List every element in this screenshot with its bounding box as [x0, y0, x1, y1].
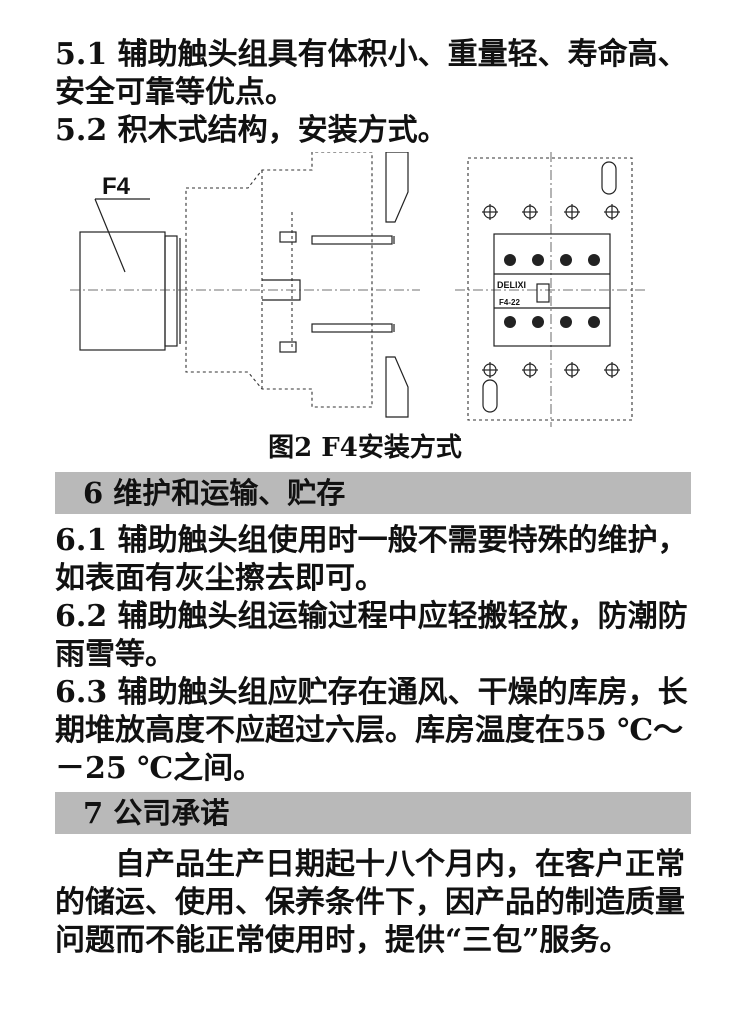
- para-6-2: 6.2 辅助触头组运输过程中应轻搬轻放，防潮防雨雪等。: [55, 599, 688, 672]
- para-5-1: 5.1 辅助触头组具有体积小、重量轻、寿命高、安全可靠等优点。: [55, 37, 688, 110]
- section-7-heading: 7 公司承诺: [83, 796, 230, 830]
- section-7-header: 7 公司承诺: [55, 792, 691, 834]
- para-7-1: 自产品生产日期起十八个月内，在客户正常的储运、使用、保养条件下，因产品的制造质量…: [55, 847, 685, 958]
- side-view-drawing: F4: [70, 152, 420, 418]
- front-view-drawing: DELIXI F4-22: [455, 152, 645, 427]
- para-6-1: 6.1 辅助触头组使用时一般不需要特殊的维护，如表面有灰尘擦去即可。: [55, 523, 688, 596]
- installation-figure: F4: [70, 152, 645, 427]
- figure-label-f4: F4: [102, 173, 131, 200]
- figure-caption: 图2 F4安装方式: [268, 433, 462, 463]
- section-6-heading: 6 维护和运输、贮存: [83, 476, 346, 510]
- para-5-2: 5.2 积木式结构，安装方式。: [55, 113, 448, 148]
- section-6-header: 6 维护和运输、贮存: [55, 472, 691, 514]
- figure-brand: DELIXI: [497, 280, 526, 290]
- para-6-3: 6.3 辅助触头组应贮存在通风、干燥的库房，长期堆放高度不应超过六层。库房温度在…: [55, 675, 688, 786]
- figure-model: F4-22: [499, 298, 520, 307]
